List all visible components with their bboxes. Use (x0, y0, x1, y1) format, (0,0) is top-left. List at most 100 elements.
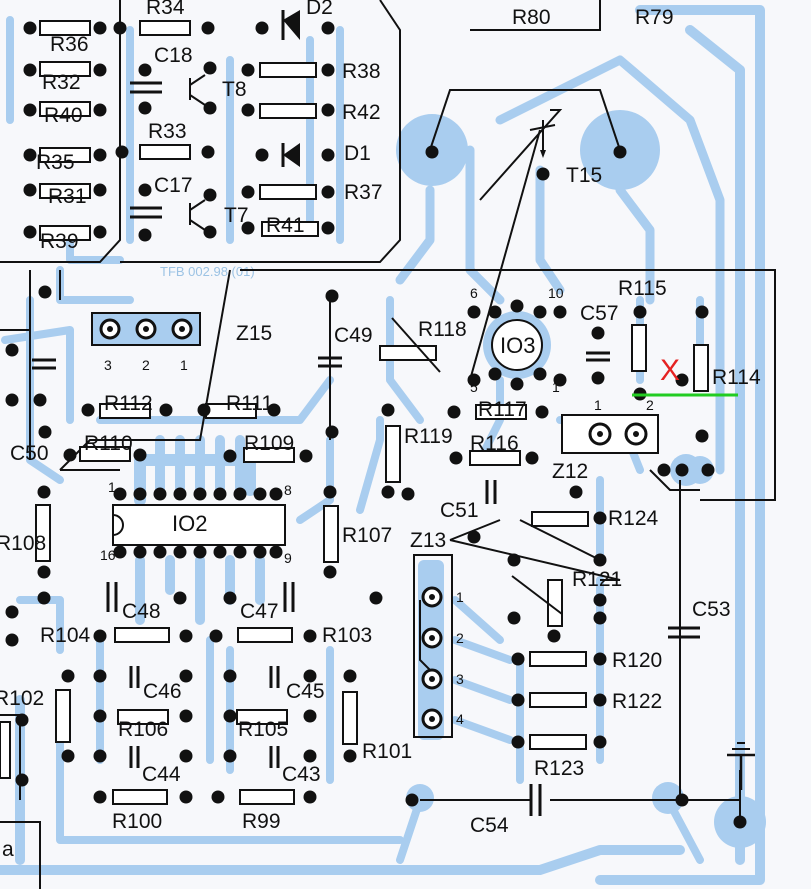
solder-pad (203, 225, 217, 239)
solder-pad (213, 545, 227, 559)
label-c43: C43 (282, 763, 321, 786)
resistors (0, 20, 709, 805)
label-r79: R79 (635, 6, 674, 29)
solder-pad (405, 793, 419, 807)
solder-pad (203, 101, 217, 115)
solder-pad (93, 63, 107, 77)
z15-pin-1: 1 (180, 357, 188, 373)
solder-pad (303, 749, 317, 763)
z13-pin-4: 4 (456, 711, 464, 727)
solder-pad (23, 103, 37, 117)
label-d1: D1 (344, 142, 371, 165)
solder-pad (37, 485, 51, 499)
label-r99: R99 (242, 810, 281, 833)
io2-pin-1: 1 (108, 479, 116, 495)
label-t8: T8 (222, 78, 247, 101)
solder-pad (23, 183, 37, 197)
solder-pad (223, 591, 237, 605)
solder-pad (591, 371, 605, 385)
label-r122: R122 (612, 690, 662, 713)
solder-pad (299, 449, 313, 463)
solder-pad (179, 709, 193, 723)
io2-pin-9: 9 (284, 550, 292, 566)
solder-pad (701, 463, 715, 477)
solder-pad (269, 487, 283, 501)
solder-pad (211, 790, 225, 804)
solder-pad (695, 305, 709, 319)
label-r32: R32 (42, 71, 81, 94)
solder-pad (675, 373, 689, 387)
solder-pad (38, 285, 52, 299)
solder-pad (81, 403, 95, 417)
solder-pad (138, 63, 152, 77)
solder-pad (321, 221, 335, 235)
label-c46: C46 (143, 680, 182, 703)
solder-pad (401, 487, 415, 501)
solder-pad (467, 305, 481, 319)
solder-pad (38, 425, 52, 439)
solder-pad (173, 545, 187, 559)
annotation: X (632, 354, 738, 397)
solder-pad (467, 530, 481, 544)
label-r107: R107 (342, 524, 392, 547)
connector-z12 (561, 414, 659, 454)
solder-pad (138, 228, 152, 242)
solder-pad (369, 591, 383, 605)
solder-pad (61, 669, 75, 683)
pin-numbers: 3 2 1 6 10 5 1 1 8 16 9 1 2 1 2 3 4 (100, 285, 654, 727)
solder-pad (613, 145, 627, 159)
solder-pad (113, 545, 127, 559)
label-r102: R102 (0, 687, 44, 710)
label-r39: R39 (40, 230, 79, 253)
solder-pad (93, 669, 107, 683)
z12-pin-2: 2 (646, 397, 654, 413)
solder-pad (93, 225, 107, 239)
connector-z13 (413, 554, 453, 738)
label-c49: C49 (334, 324, 373, 347)
solder-pad (179, 749, 193, 763)
z13-pin-2: 2 (456, 630, 464, 646)
label-r105: R105 (238, 718, 288, 741)
solder-pad (343, 749, 357, 763)
label-c44: C44 (142, 763, 181, 786)
label-z15: Z15 (236, 322, 272, 345)
io2-pin-8: 8 (284, 482, 292, 498)
label-r117: R117 (478, 398, 527, 421)
z12-pin-1: 1 (594, 397, 602, 413)
solder-pad (37, 565, 51, 579)
solder-pad (303, 629, 317, 643)
solder-pad (488, 305, 502, 319)
solder-pad (241, 185, 255, 199)
solder-pad (153, 487, 167, 501)
solder-pad (269, 545, 283, 559)
label-r121: R121 (572, 568, 622, 591)
solder-pad (201, 21, 215, 35)
label-r42: R42 (342, 101, 381, 124)
solder-pad (425, 145, 439, 159)
label-t15: T15 (566, 164, 602, 187)
board-outlines (0, 0, 776, 889)
label-r34: R34 (146, 0, 185, 19)
solder-pad (593, 511, 607, 525)
solder-pad (213, 487, 227, 501)
label-c50: C50 (10, 442, 49, 465)
solder-pad (93, 148, 107, 162)
solder-pad (223, 709, 237, 723)
label-c45: C45 (286, 680, 325, 703)
z15-pin-2: 2 (142, 357, 150, 373)
solder-pad (61, 749, 75, 763)
solder-pad (535, 405, 549, 419)
solder-pad (511, 652, 525, 666)
solder-pad (593, 735, 607, 749)
solder-pad (593, 593, 607, 607)
solder-pad (197, 403, 211, 417)
solder-pad (113, 487, 127, 501)
solder-pad (733, 815, 747, 829)
ground-symbol (727, 742, 755, 790)
label-r100: R100 (112, 810, 162, 833)
label-r35: R35 (36, 151, 75, 174)
solder-pad (133, 487, 147, 501)
solder-pad (267, 403, 281, 417)
label-r31: R31 (48, 185, 87, 208)
solder-pad (233, 487, 247, 501)
